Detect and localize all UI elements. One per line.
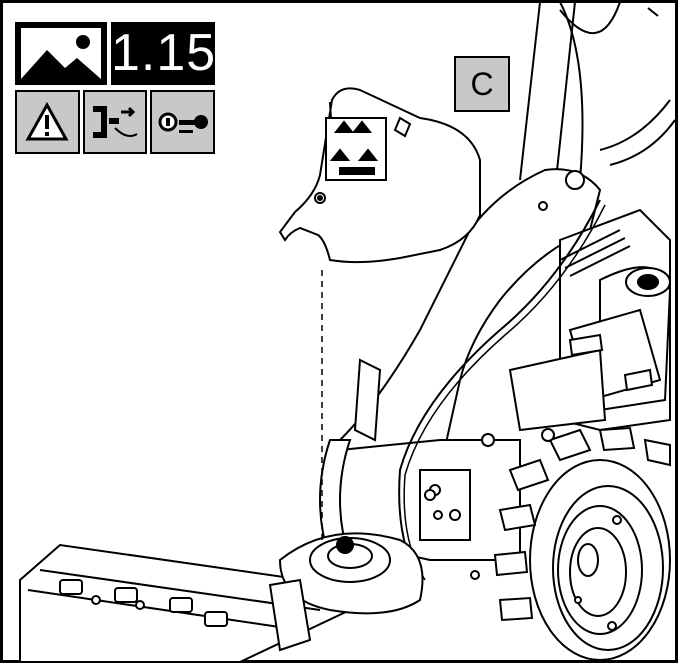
- guard-panel: [278, 87, 481, 264]
- step-label: C: [454, 56, 510, 112]
- cutter-bar: [19, 532, 424, 663]
- image-icon: [21, 28, 101, 79]
- wheel-right: [493, 426, 671, 661]
- warning-triangle-icon: [15, 90, 80, 154]
- control-cable: [398, 199, 601, 581]
- spark-plug-disconnect-icon: [82, 90, 148, 154]
- figure-number: 1.15: [111, 22, 215, 85]
- safety-symbols: [15, 90, 216, 154]
- handlebar: [519, 1, 676, 181]
- key-removed-icon: [150, 90, 216, 154]
- photo-badge: [15, 22, 107, 85]
